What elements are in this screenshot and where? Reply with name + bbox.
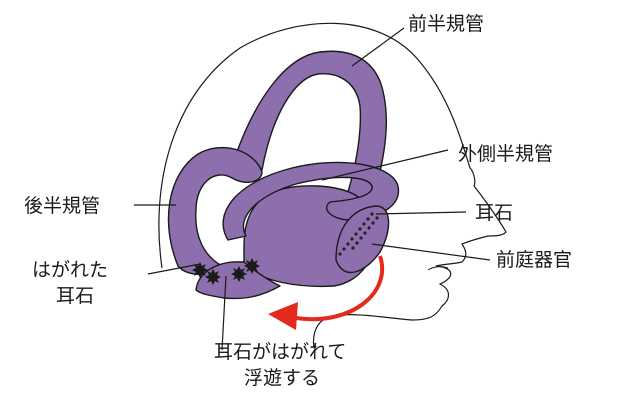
otolith-particle-icon <box>244 258 260 274</box>
labyrinth <box>168 51 398 298</box>
label-floating-line2: 浮遊する <box>244 367 320 389</box>
label-floating-line1: 耳石がはがれて <box>214 341 346 363</box>
label-vestibule: 前庭器官 <box>496 249 572 271</box>
otolith-particle-icon <box>231 266 247 282</box>
label-anterior-canal: 前半規管 <box>408 13 484 35</box>
label-lateral-canal: 外側半規管 <box>458 143 553 165</box>
otolith-particle-icon <box>205 269 221 285</box>
label-detached-line2: 耳石 <box>56 285 94 307</box>
label-detached-line1: はがれた <box>32 259 108 281</box>
arrow-head-icon <box>268 302 298 330</box>
label-posterior-canal: 後半規管 <box>24 195 100 217</box>
label-otolith: 耳石 <box>475 202 513 224</box>
